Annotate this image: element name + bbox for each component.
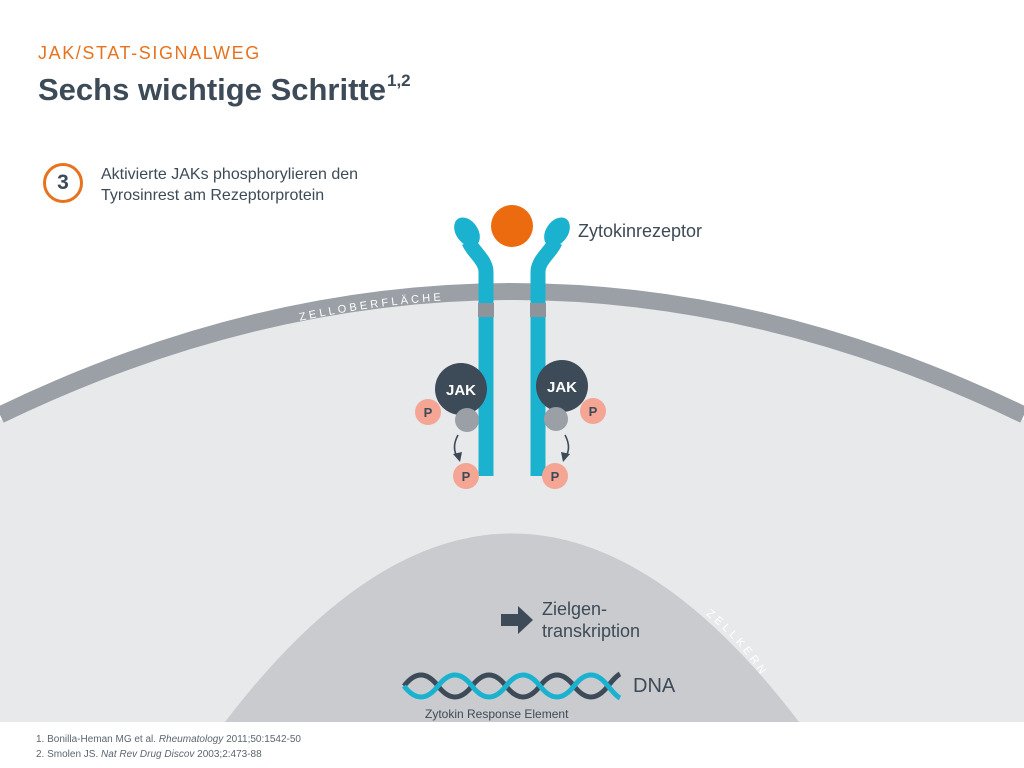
phosphate-tyrosine-right-label: P bbox=[551, 469, 560, 484]
target-line-2: transkription bbox=[542, 621, 641, 641]
reference-2-journal: Nat Rev Drug Discov bbox=[101, 749, 195, 760]
receptor-right-chain bbox=[530, 217, 570, 476]
dna-label: DNA bbox=[633, 675, 676, 697]
step-number-badge: 3 bbox=[43, 163, 83, 203]
receptor-left-chain bbox=[454, 217, 494, 476]
page-title-text: Sechs wichtige Schritte bbox=[38, 72, 386, 107]
reference-1-citation: 2011;50:1542-50 bbox=[223, 734, 301, 745]
reference-1-authors: 1. Bonilla-Heman MG et al. bbox=[36, 734, 159, 745]
reference-2-authors: 2. Smolen JS. bbox=[36, 749, 102, 760]
jak-left bbox=[435, 363, 487, 415]
phosphate-tyrosine-right bbox=[542, 463, 568, 489]
cytokine-ligand bbox=[491, 205, 533, 247]
step-description: Aktivierte JAKs phosphorylieren den Tyro… bbox=[101, 166, 359, 204]
cell-interior bbox=[0, 300, 1024, 722]
transcription-arrow-icon bbox=[501, 606, 533, 634]
membrane-crossing-left bbox=[478, 303, 494, 317]
phosphate-jak-right-label: P bbox=[589, 404, 598, 419]
dna-helix-icon bbox=[402, 671, 622, 701]
cell-nucleus bbox=[225, 533, 799, 722]
target-line-1: Zielgen- bbox=[542, 599, 608, 619]
phosphate-tyrosine-left bbox=[453, 463, 479, 489]
reference-1-journal: Rheumatology bbox=[158, 734, 224, 745]
reference-2-citation: 2003;2:473-88 bbox=[194, 749, 262, 760]
phosphate-tyrosine-left-label: P bbox=[462, 469, 471, 484]
references: 1. Bonilla-Heman MG et al. Rheumatology … bbox=[36, 732, 301, 762]
reference-1: 1. Bonilla-Heman MG et al. Rheumatology … bbox=[36, 732, 301, 747]
section-eyebrow: JAK/STAT-SIGNALWEG bbox=[38, 43, 261, 63]
tyrosine-right bbox=[544, 407, 568, 431]
cell-membrane bbox=[0, 283, 1024, 423]
reference-2: 2. Smolen JS. Nat Rev Drug Discov 2003;2… bbox=[36, 747, 301, 762]
arrowhead-left bbox=[453, 452, 462, 462]
phosphate-jak-left bbox=[415, 399, 441, 425]
tyrosine-left bbox=[455, 408, 479, 432]
page-title: Sechs wichtige Schritte1,2 bbox=[38, 71, 411, 108]
arrowhead-right bbox=[561, 452, 570, 462]
title-superscript: 1,2 bbox=[387, 71, 411, 90]
phosphate-jak-right bbox=[580, 398, 606, 424]
jak-left-label: JAK bbox=[446, 382, 476, 399]
target-transcription-label: Zielgen- transkription bbox=[542, 598, 662, 642]
receptor-label: Zytokinrezeptor bbox=[578, 221, 703, 241]
jak-right-label: JAK bbox=[547, 379, 577, 396]
response-element-label: Zytokin Response Element bbox=[425, 707, 569, 721]
jak-right bbox=[536, 360, 588, 412]
membrane-crossing-right bbox=[530, 303, 546, 317]
phosphate-jak-left-label: P bbox=[424, 405, 433, 420]
